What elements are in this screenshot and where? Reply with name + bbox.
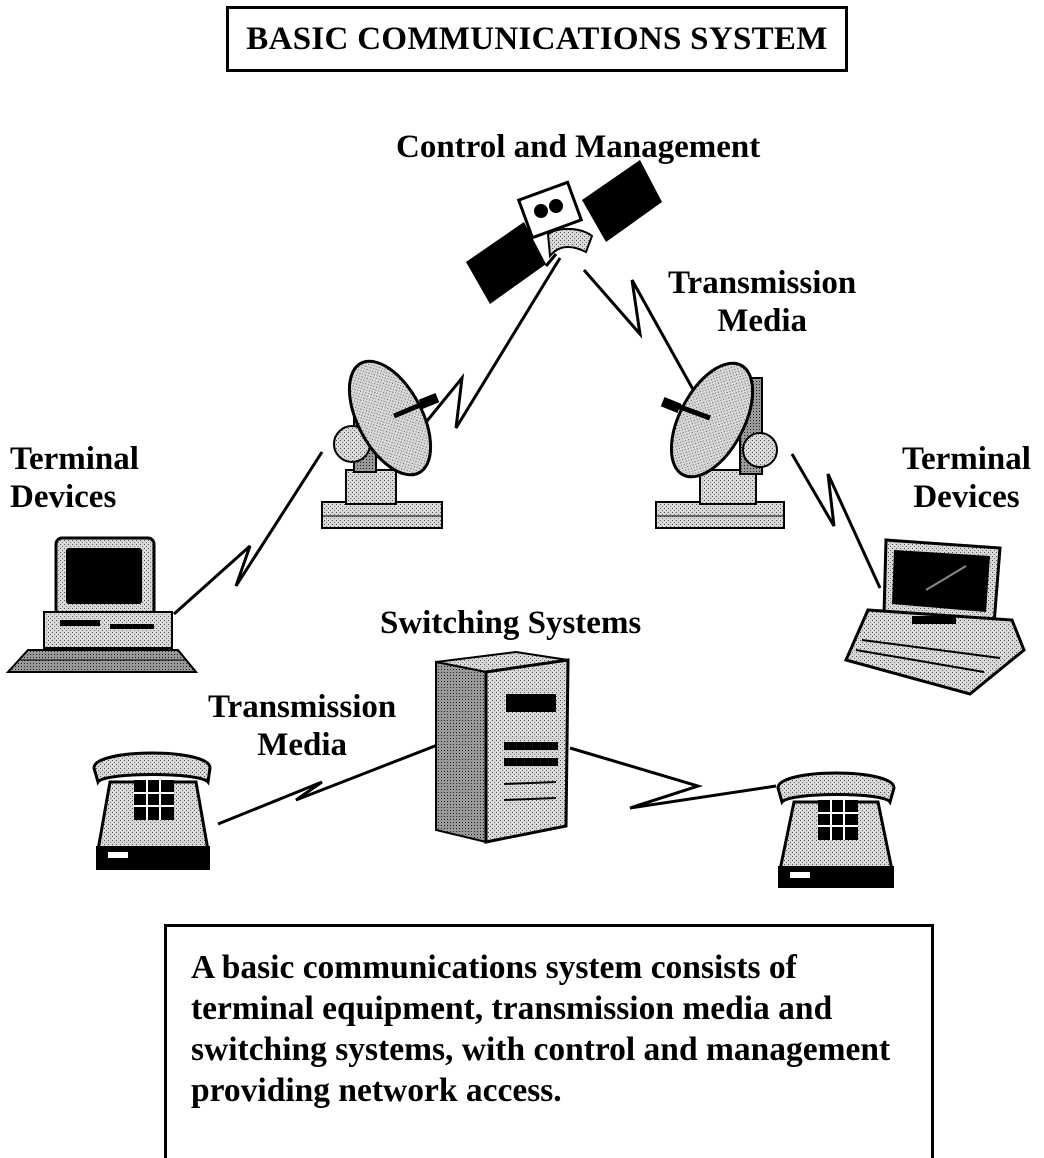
label-transmission-media-top: Transmission Media: [668, 265, 857, 339]
satellite-icon: [466, 160, 662, 304]
transmission-links: [172, 257, 882, 826]
description-box: A basic communications system consists o…: [164, 924, 934, 1158]
telephone-left-icon: [92, 751, 212, 870]
link-right-dish-laptop: [790, 453, 882, 589]
label-switching-systems: Switching Systems: [380, 605, 642, 641]
link-satellite-right-dish: [582, 269, 702, 403]
link-switch-phone: [569, 746, 777, 810]
label-transmission-media-bottom: Transmission Media: [208, 689, 397, 763]
title-box: BASIC COMMUNICATIONS SYSTEM: [226, 6, 848, 72]
label-terminal-devices-left: Terminal Devices: [10, 441, 139, 515]
laptop-icon: [843, 538, 1026, 696]
link-left-dish-satellite: [403, 257, 562, 449]
description-text: A basic communications system consists o…: [191, 949, 891, 1109]
diagram-title: BASIC COMMUNICATIONS SYSTEM: [246, 20, 828, 57]
label-control-management: Control and Management: [396, 129, 761, 165]
satellite-dish-right-icon: [655, 361, 785, 529]
label-terminal-devices-right: Terminal Devices: [902, 441, 1031, 515]
satellite-dish-left-icon: [321, 359, 443, 529]
link-computer-left-dish: [172, 451, 324, 616]
telephone-right-icon: [776, 771, 896, 888]
switching-system-icon: [435, 650, 570, 844]
link-phone-switch: [217, 742, 441, 826]
desktop-computer-icon: [5, 536, 199, 673]
